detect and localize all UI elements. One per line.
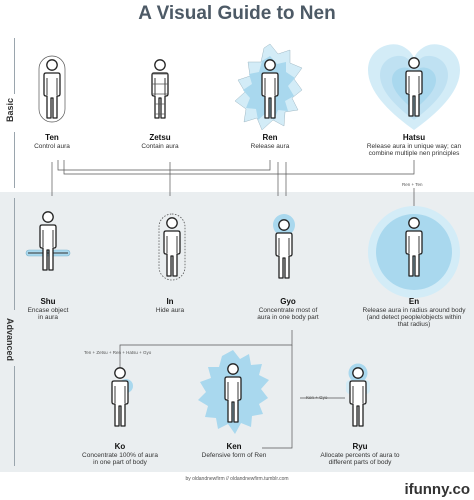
ren-figure bbox=[234, 43, 303, 131]
ryu-name: Ryu bbox=[352, 442, 368, 451]
shu-desc-line-2: in aura bbox=[38, 314, 58, 321]
ten-name: Ten bbox=[45, 133, 59, 142]
label-gyo: Gyo Concentrate most of aura in one body… bbox=[246, 297, 330, 321]
ko-name: Ko bbox=[114, 442, 126, 451]
in-name: In bbox=[166, 297, 174, 306]
gyo-desc-line-2: aura in one body part bbox=[257, 314, 319, 321]
ryu-desc-line-2: different parts of body bbox=[328, 459, 392, 466]
ko-desc-line-1: Concentrate 100% of aura bbox=[82, 452, 158, 459]
ken-figure bbox=[198, 350, 269, 434]
shu-desc-line-1: Encase object bbox=[27, 307, 69, 314]
ryu-desc-line-1: Allocate percents of aura to bbox=[320, 452, 400, 459]
en-desc-line-3: that radius) bbox=[397, 321, 431, 328]
en-desc-line-2: (and detect people/objects within bbox=[366, 314, 462, 321]
label-hatsu: Hatsu Release aura in unique way; can co… bbox=[359, 133, 469, 157]
gyo-desc-line-1: Concentrate most of bbox=[258, 307, 318, 314]
credit-line: by oldandnewfirm // oldandnewfirm.tumblr… bbox=[185, 476, 289, 482]
watermark: ifunny.co bbox=[404, 481, 470, 498]
zetsu-name: Zetsu bbox=[149, 133, 171, 142]
en-desc-line-1: Release aura in radius around body bbox=[362, 307, 466, 314]
hatsu-desc-line-2: combine multiple nen principles bbox=[368, 150, 460, 157]
shu-name: Shu bbox=[40, 297, 56, 306]
shu-figure bbox=[25, 211, 71, 271]
label-ko: Ko Concentrate 100% of aura in one part … bbox=[72, 442, 168, 466]
ko-figure bbox=[111, 367, 133, 427]
section-label-advanced: Advanced bbox=[5, 318, 15, 362]
ken-name: Ken bbox=[226, 442, 242, 451]
page-title: A Visual Guide to Nen bbox=[138, 3, 336, 24]
label-shu: Shu Encase object in aura bbox=[18, 297, 78, 321]
label-ryu: Ryu Allocate percents of aura to differe… bbox=[312, 442, 408, 466]
basic-divider-bottom bbox=[14, 132, 15, 188]
advanced-divider-bottom bbox=[14, 366, 15, 466]
basic-divider-top bbox=[14, 38, 15, 94]
label-ren: Ren Release aura bbox=[240, 133, 300, 150]
ko-desc-line-2: in one part of body bbox=[93, 459, 147, 466]
advanced-divider-top bbox=[14, 198, 15, 310]
label-ten: Ten Control aura bbox=[22, 133, 82, 150]
gyo-figure bbox=[273, 214, 295, 279]
ten-desc: Control aura bbox=[34, 143, 70, 150]
connector-lines bbox=[51, 160, 415, 449]
gyo-name: Gyo bbox=[280, 297, 296, 306]
ren-name: Ren bbox=[262, 133, 278, 142]
ren-desc: Release aura bbox=[250, 143, 290, 150]
hatsu-desc-line-1: Release aura in unique way; can bbox=[366, 143, 462, 150]
en-figure bbox=[368, 206, 460, 298]
hatsu-name: Hatsu bbox=[402, 133, 426, 142]
label-ken: Ken Defensive form of Ren bbox=[196, 442, 272, 459]
hatsu-figure bbox=[368, 44, 460, 130]
ryu-figure bbox=[346, 363, 370, 427]
zetsu-figure bbox=[151, 59, 169, 119]
label-en: En Release aura in radius around body (a… bbox=[356, 297, 472, 328]
in-figure bbox=[158, 213, 186, 281]
in-desc: Hide aura bbox=[155, 307, 185, 314]
zetsu-desc: Contain aura bbox=[141, 143, 179, 150]
formula-ko-combo: Ten + Zetsu + Ren + Hatsu + Gyo bbox=[84, 350, 152, 355]
en-name: En bbox=[408, 297, 420, 306]
ten-figure bbox=[38, 55, 66, 123]
formula-ren-ten: Ren + Ten bbox=[402, 182, 423, 187]
formula-ken-gyo: Ken + Gyo bbox=[306, 395, 328, 400]
ken-desc: Defensive form of Ren bbox=[201, 452, 267, 459]
label-in: In Hide aura bbox=[140, 297, 200, 314]
label-zetsu: Zetsu Contain aura bbox=[130, 133, 190, 150]
